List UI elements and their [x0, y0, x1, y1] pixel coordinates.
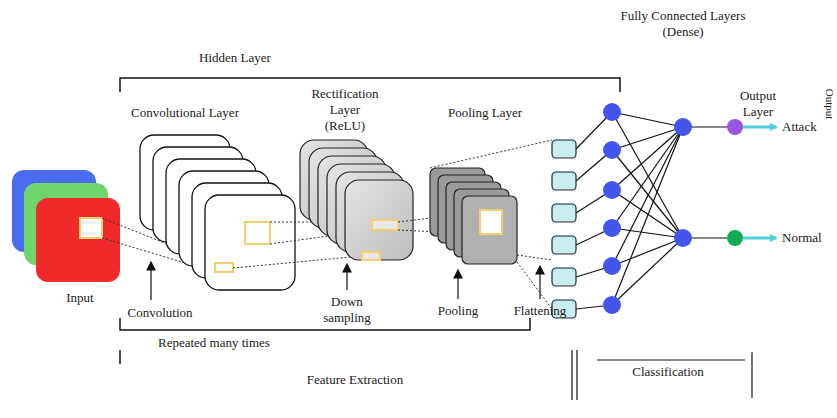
input-label: Input — [66, 290, 93, 306]
layer-title: Rectification Layer (ReLU) — [311, 86, 378, 134]
class-label: Attack — [782, 119, 817, 135]
section-label: Feature Extraction — [307, 372, 403, 388]
step-label: Convolution — [127, 305, 192, 321]
layer-title: Output Layer — [740, 88, 776, 120]
step-label: Pooling — [438, 303, 478, 319]
section-label: Classification — [632, 364, 704, 380]
class-label: Normal — [782, 230, 822, 246]
bracket-label: Repeated many times — [158, 335, 270, 351]
axis-label: Output — [822, 89, 837, 120]
layer-title: Fully Connected Layers (Dense) — [608, 8, 758, 40]
layer-title: Convolutional Layer — [131, 105, 239, 121]
step-label: Down sampling — [323, 294, 371, 326]
section-title: Hidden Layer — [199, 50, 271, 66]
layer-title: Pooling Layer — [448, 105, 522, 121]
step-label: Flattening — [514, 303, 567, 319]
